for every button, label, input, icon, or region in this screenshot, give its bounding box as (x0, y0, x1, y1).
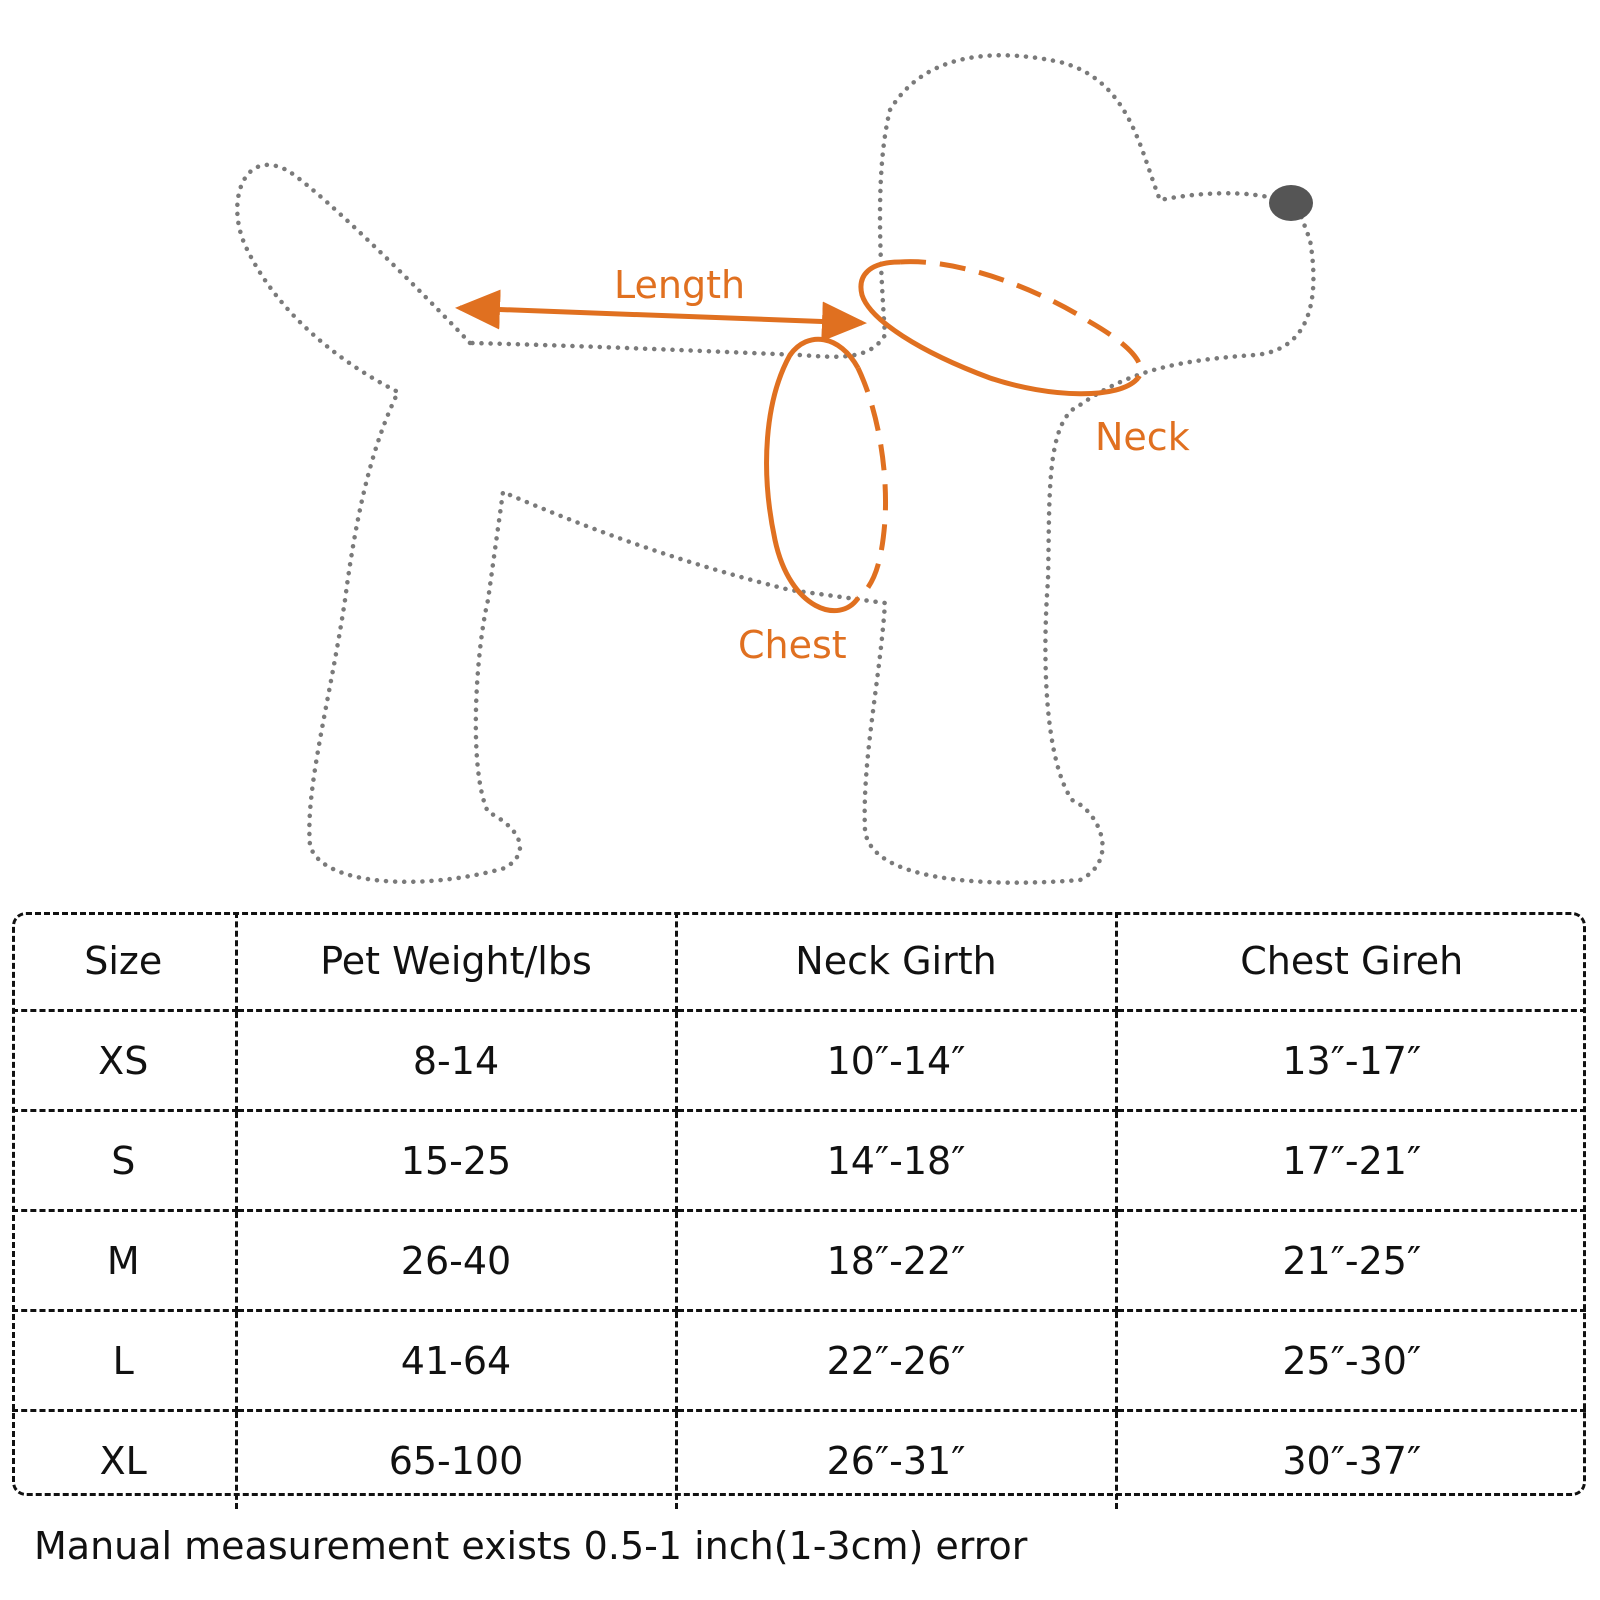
chest-cell: 17″-21″ (1114, 1109, 1586, 1212)
size-cell: S (12, 1109, 238, 1212)
weight-cell: 8-14 (234, 1009, 678, 1112)
chest-ring-front (764, 336, 861, 614)
header-pet-weight: Pet Weight/lbs (234, 912, 678, 1012)
length-arrow (455, 289, 867, 342)
nose-icon (1269, 185, 1313, 221)
header-size: Size (12, 912, 238, 1012)
weight-cell: 26-40 (234, 1209, 678, 1312)
neck-cell: 14″-18″ (674, 1109, 1118, 1212)
table-row: XL 65-100 26″-31″ 30″-37″ (12, 1409, 1586, 1509)
chest-label: Chest (738, 623, 847, 667)
chest-cell: 13″-17″ (1114, 1009, 1586, 1112)
chest-cell: 25″-30″ (1114, 1309, 1586, 1412)
chest-cell: 21″-25″ (1114, 1209, 1586, 1312)
neck-cell: 22″-26″ (674, 1309, 1118, 1412)
dog-measurement-diagram: Length Neck Chest (235, 53, 1316, 885)
neck-cell: 18″-22″ (674, 1209, 1118, 1312)
chest-cell: 30″-37″ (1114, 1409, 1586, 1509)
size-cell: M (12, 1209, 238, 1312)
weight-cell: 41-64 (234, 1309, 678, 1412)
neck-ring-front (858, 259, 1140, 397)
neck-ring-back (899, 259, 1144, 380)
dog-outline (235, 53, 1316, 885)
table-row: S 15-25 14″-18″ 17″-21″ (12, 1109, 1586, 1212)
weight-cell: 15-25 (234, 1109, 678, 1212)
table-row: L 41-64 22″-26″ 25″-30″ (12, 1309, 1586, 1412)
size-chart-table: Size Pet Weight/lbs Neck Girth Chest Gir… (12, 912, 1586, 1509)
weight-cell: 65-100 (234, 1409, 678, 1509)
chest-ring-back (855, 366, 888, 600)
length-label: Length (614, 263, 745, 307)
neck-cell: 26″-31″ (674, 1409, 1118, 1509)
measurement-footnote: Manual measurement exists 0.5-1 inch(1-3… (34, 1524, 1028, 1568)
size-cell: XL (12, 1409, 238, 1509)
neck-label: Neck (1095, 415, 1190, 459)
table-header-row: Size Pet Weight/lbs Neck Girth Chest Gir… (12, 912, 1586, 1012)
header-neck-girth: Neck Girth (674, 912, 1118, 1012)
table-row: M 26-40 18″-22″ 21″-25″ (12, 1209, 1586, 1312)
size-cell: L (12, 1309, 238, 1412)
size-cell: XS (12, 1009, 238, 1112)
table-row: XS 8-14 10″-14″ 13″-17″ (12, 1009, 1586, 1112)
neck-cell: 10″-14″ (674, 1009, 1118, 1112)
header-chest-girth: Chest Gireh (1114, 912, 1586, 1012)
